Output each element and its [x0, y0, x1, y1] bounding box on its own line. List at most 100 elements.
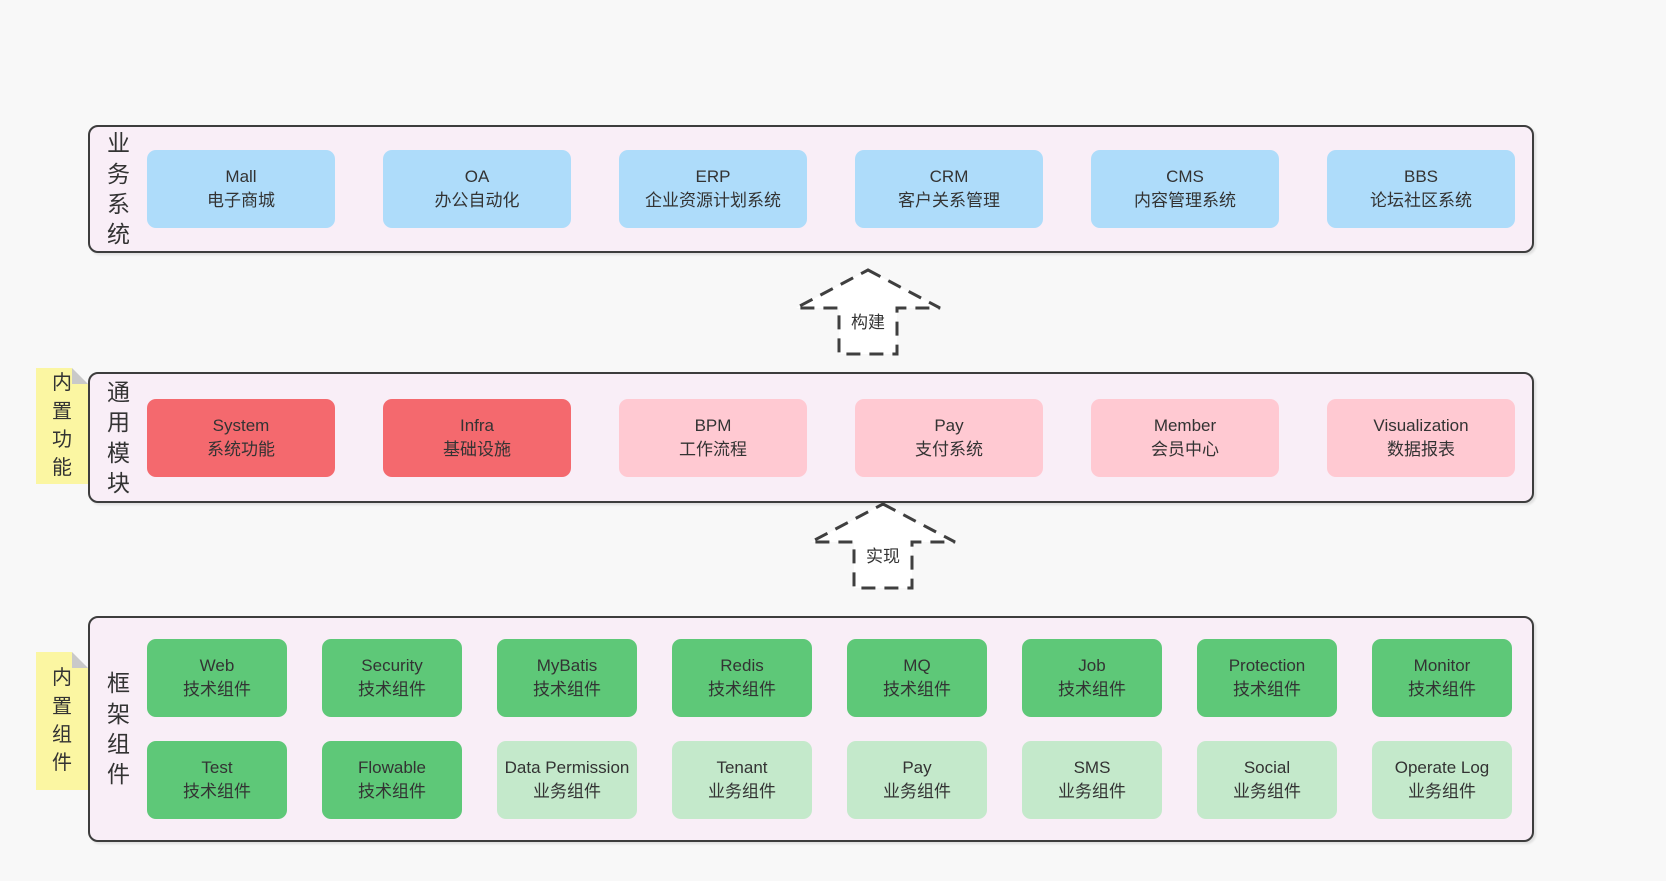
- box-erp: ERP 企业资源计划系统: [619, 150, 807, 228]
- box-name: SMS: [1073, 758, 1111, 778]
- box-name: Mall: [225, 167, 257, 187]
- arrow-build-label: 构建: [851, 313, 885, 332]
- box-operate-log: Operate Log 业务组件: [1372, 741, 1512, 819]
- box-name: MyBatis: [536, 656, 598, 676]
- box-name: BBS: [1403, 167, 1439, 187]
- box-name: CRM: [929, 167, 969, 187]
- business-boxes-row: Mall 电子商城 OA 办公自动化 ERP 企业资源计划系统 CRM 客户关系…: [147, 127, 1532, 251]
- components-grid: Web 技术组件 Security 技术组件 MyBatis 技术组件 Redi…: [147, 618, 1532, 840]
- arrow-up-build: 构建: [793, 266, 943, 358]
- box-name: Operate Log: [1394, 758, 1490, 778]
- box-desc: 支付系统: [915, 439, 983, 459]
- note-text: 内置功能: [52, 372, 72, 480]
- box-test: Test 技术组件: [147, 741, 287, 819]
- box-name: Pay: [934, 415, 964, 435]
- box-name: CMS: [1166, 167, 1204, 187]
- box-name: Tenant: [716, 758, 768, 778]
- box-desc: 技术组件: [883, 680, 951, 699]
- box-crm: CRM 客户关系管理: [855, 150, 1043, 228]
- note-built-in-components: 内置组件: [36, 652, 88, 790]
- box-name: System: [212, 415, 270, 435]
- box-pay-module: Pay 支付系统: [855, 398, 1043, 477]
- layer-components-label: 框架组件: [90, 618, 147, 840]
- box-desc: 基础设施: [443, 439, 511, 459]
- box-name: MQ: [903, 656, 931, 676]
- box-name: Web: [199, 656, 235, 676]
- box-sms: SMS 业务组件: [1022, 741, 1162, 819]
- box-member: Member 会员中心: [1091, 398, 1279, 477]
- box-name: Visualization: [1373, 415, 1469, 435]
- box-desc: 技术组件: [183, 680, 251, 699]
- box-desc: 技术组件: [533, 680, 601, 699]
- box-desc: 工作流程: [679, 439, 747, 459]
- box-mybatis: MyBatis 技术组件: [497, 639, 637, 717]
- box-name: Job: [1078, 656, 1106, 676]
- box-name: Flowable: [357, 758, 427, 778]
- box-security: Security 技术组件: [322, 639, 462, 717]
- box-name: Test: [201, 758, 233, 778]
- layer-label-text: 业务系统: [107, 130, 130, 248]
- box-desc: 技术组件: [1058, 680, 1126, 699]
- box-desc: 办公自动化: [434, 191, 520, 210]
- dashed-up-arrow-icon: [810, 502, 956, 590]
- box-desc: 系统功能: [207, 439, 275, 459]
- box-name: Protection: [1228, 656, 1306, 676]
- box-job: Job 技术组件: [1022, 639, 1162, 717]
- box-desc: 技术组件: [708, 680, 776, 699]
- box-mall: Mall 电子商城: [147, 150, 335, 228]
- box-desc: 会员中心: [1151, 439, 1219, 459]
- box-data-permission: Data Permission 业务组件: [497, 741, 637, 819]
- components-row-1: Web 技术组件 Security 技术组件 MyBatis 技术组件 Redi…: [147, 639, 1532, 717]
- box-redis: Redis 技术组件: [672, 639, 812, 717]
- components-row-2: Test 技术组件 Flowable 技术组件 Data Permission …: [147, 741, 1532, 819]
- layer-label-text: 通用模块: [107, 378, 130, 496]
- box-name: Monitor: [1413, 656, 1471, 676]
- layer-business-label: 业务系统: [90, 127, 147, 251]
- box-desc: 技术组件: [183, 782, 251, 801]
- box-visualization: Visualization 数据报表: [1327, 398, 1515, 477]
- box-desc: 业务组件: [1408, 782, 1476, 801]
- box-desc: 业务组件: [1233, 782, 1301, 801]
- box-desc: 业务组件: [708, 782, 776, 801]
- layer-label-text: 框架组件: [107, 670, 130, 788]
- box-name: Member: [1153, 415, 1217, 435]
- box-flowable: Flowable 技术组件: [322, 741, 462, 819]
- box-cms: CMS 内容管理系统: [1091, 150, 1279, 228]
- box-name: Data Permission: [504, 758, 630, 778]
- box-desc: 业务组件: [1058, 782, 1126, 801]
- box-desc: 技术组件: [358, 680, 426, 699]
- box-name: Social: [1243, 758, 1291, 778]
- box-name: ERP: [695, 167, 731, 187]
- arrow-implement-label: 实现: [866, 547, 900, 566]
- box-desc: 客户关系管理: [898, 191, 1000, 210]
- box-social: Social 业务组件: [1197, 741, 1337, 819]
- box-desc: 数据报表: [1387, 439, 1455, 459]
- box-name: OA: [464, 167, 490, 187]
- dashed-up-arrow-icon: [795, 268, 941, 356]
- box-desc: 电子商城: [207, 191, 275, 210]
- box-protection: Protection 技术组件: [1197, 639, 1337, 717]
- box-name: Security: [361, 656, 423, 676]
- box-desc: 内容管理系统: [1134, 191, 1236, 210]
- box-bbs: BBS 论坛社区系统: [1327, 150, 1515, 228]
- box-name: BPM: [694, 415, 732, 435]
- box-desc: 业务组件: [533, 782, 601, 801]
- box-desc: 技术组件: [358, 782, 426, 801]
- box-name: Redis: [720, 656, 764, 676]
- box-infra: Infra 基础设施: [383, 398, 571, 477]
- box-mq: MQ 技术组件: [847, 639, 987, 717]
- box-oa: OA 办公自动化: [383, 150, 571, 228]
- note-built-in-features: 内置功能: [36, 368, 88, 484]
- box-name: Pay: [902, 758, 932, 778]
- box-bpm: BPM 工作流程: [619, 398, 807, 477]
- box-tenant: Tenant 业务组件: [672, 741, 812, 819]
- note-text: 内置组件: [52, 667, 72, 775]
- box-desc: 技术组件: [1233, 680, 1301, 699]
- box-desc: 业务组件: [883, 782, 951, 801]
- box-pay-component: Pay 业务组件: [847, 741, 987, 819]
- layer-modules-label: 通用模块: [90, 374, 147, 501]
- box-system: System 系统功能: [147, 398, 335, 477]
- layer-framework-components: 框架组件 Web 技术组件 Security 技术组件 MyBatis 技术组件…: [88, 616, 1534, 842]
- box-desc: 论坛社区系统: [1370, 191, 1472, 210]
